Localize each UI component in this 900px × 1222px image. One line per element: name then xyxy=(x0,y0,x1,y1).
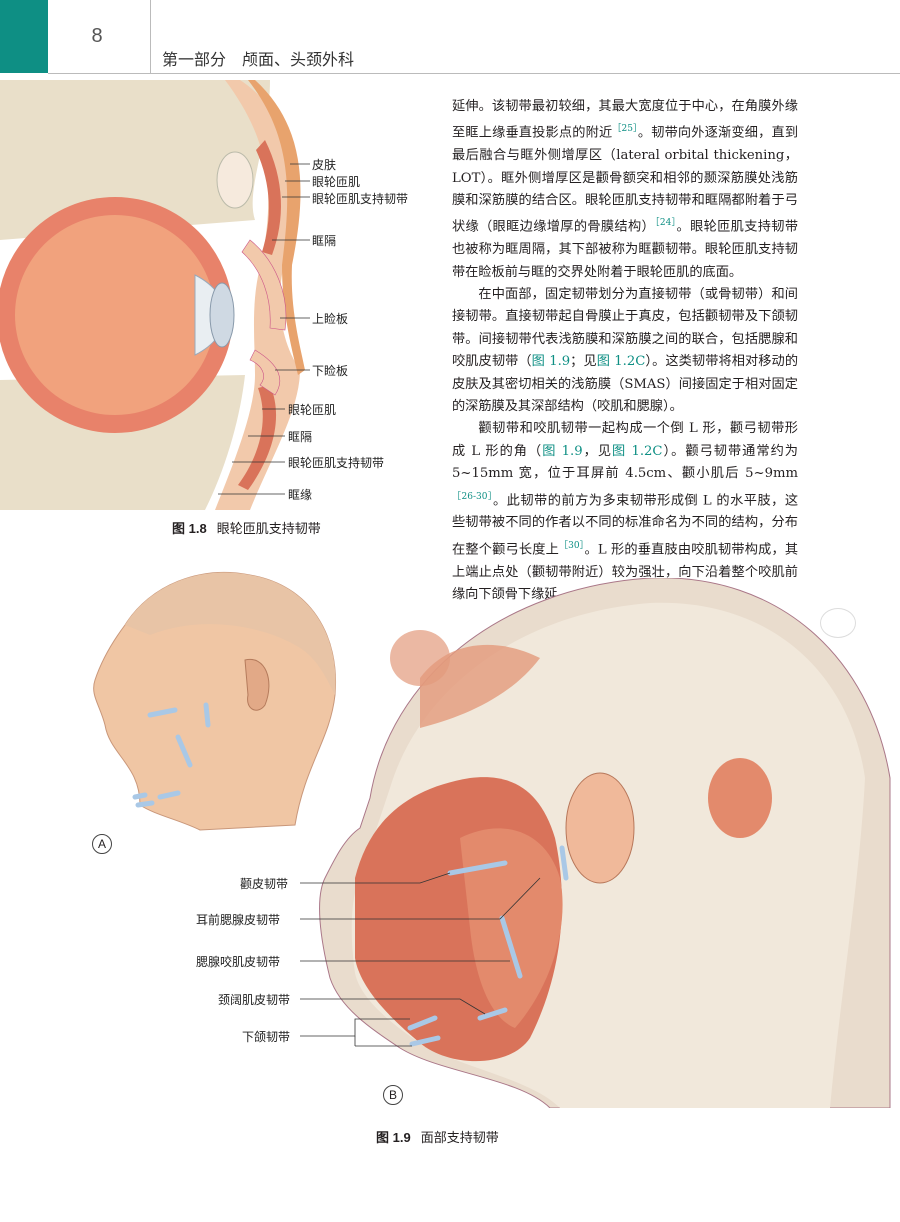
paragraph-1: 延伸。该韧带最初较细，其最大宽度位于中心，在角膜外缘至眶上缘垂直投影点的附近［2… xyxy=(452,99,799,280)
xref-fig-1-9[interactable]: 图 1.9 xyxy=(531,354,571,370)
figure-1-9b-illustration xyxy=(300,578,891,1108)
header-divider xyxy=(150,0,151,73)
paragraph-2: 在中面部，固定韧带划分为直接韧带（或骨韧带）和间接韧带。直接韧带起自骨膜止于真皮… xyxy=(452,287,799,415)
fig18-label-orbicularis: 眼轮匝肌 xyxy=(312,175,361,189)
figure-1-9a-illustration xyxy=(93,571,337,831)
figure-1-8-title: 眼轮匝肌支持韧带 xyxy=(216,522,321,537)
fig18-label-lower-tarsus: 下睑板 xyxy=(312,364,349,378)
fig19-label-mandibular: 下颌韧带 xyxy=(242,1030,291,1044)
fig18-label-orol-lower: 眼轮匝肌支持韧带 xyxy=(288,456,385,470)
figure-1-9-caption: 图 1.9 面部支持韧带 xyxy=(376,1127,499,1146)
figure-1-8-number: 图 1.8 xyxy=(172,521,207,536)
panel-b-label: B xyxy=(383,1085,403,1105)
header-rule xyxy=(48,73,900,74)
publisher-watermark-icon xyxy=(820,608,856,638)
panel-a-label: A xyxy=(92,834,112,854)
section-title: 第一部分 颅面、头颈外科 xyxy=(162,50,355,69)
fig19-label-zygomatic: 颧皮韧带 xyxy=(240,877,289,891)
xref-fig-1-2c[interactable]: 图 1.2C xyxy=(612,443,663,459)
fig18-label-septum-upper: 眶隔 xyxy=(312,234,337,248)
fig18-label-orbicularis-lower: 眼轮匝肌 xyxy=(288,403,337,417)
paragraph-3: 颧韧带和咬肌韧带一起构成一个倒 L 形，颧弓韧带形成 L 形的角（图 1.9，见… xyxy=(452,421,799,603)
body-text: 延伸。该韧带最初较细，其最大宽度位于中心，在角膜外缘至眶上缘垂直投影点的附近［2… xyxy=(452,96,798,607)
figure-1-9-number: 图 1.9 xyxy=(376,1130,411,1145)
fig18-label-orbital-rim: 眶缘 xyxy=(288,488,313,502)
fig19-label-parotid-masseteric: 腮腺咬肌皮韧带 xyxy=(196,955,281,969)
fig18-label-upper-tarsus: 上睑板 xyxy=(312,312,349,326)
header-accent-bar xyxy=(0,0,48,73)
fig18-label-skin: 皮肤 xyxy=(312,158,337,172)
fig18-label-septum-lower: 眶隔 xyxy=(288,430,313,444)
xref-fig-1-9[interactable]: 图 1.9 xyxy=(542,443,583,459)
figure-1-8-illustration xyxy=(0,80,310,510)
figure-1-9-title: 面部支持韧带 xyxy=(420,1131,499,1146)
xref-fig-1-2c[interactable]: 图 1.2C xyxy=(596,354,646,370)
fig18-label-orol-upper: 眼轮匝肌支持韧带 xyxy=(312,192,409,206)
fig19-label-platysma: 颈阔肌皮韧带 xyxy=(218,993,291,1007)
fig19-label-preauricular: 耳前腮腺皮韧带 xyxy=(196,913,281,927)
figure-1-8-caption: 图 1.8 眼轮匝肌支持韧带 xyxy=(172,518,321,537)
page-number: 8 xyxy=(91,25,103,47)
